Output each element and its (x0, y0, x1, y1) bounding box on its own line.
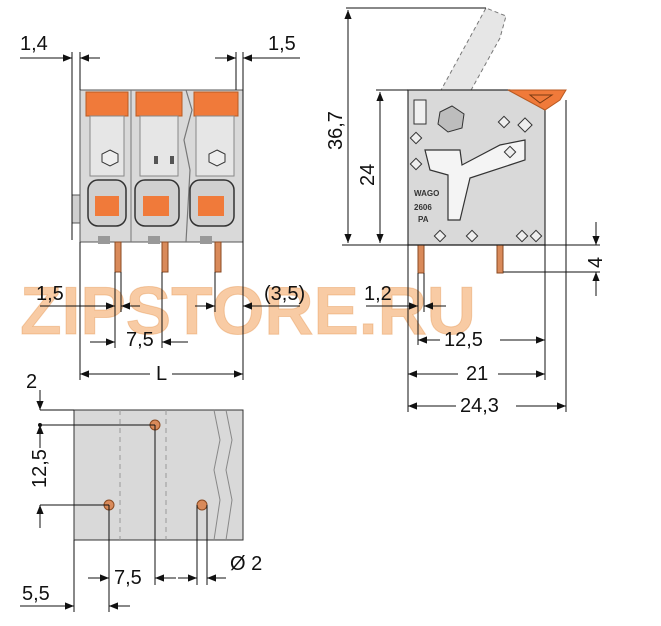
dim-top: 2 (26, 371, 37, 393)
foot-1 (98, 236, 110, 244)
lever-slot-1 (89, 115, 125, 177)
lever-1 (85, 91, 129, 117)
diamond-5 (409, 157, 423, 171)
footprint-view: 2 12,5 7,5 Ø 2 5,5 (20, 371, 262, 612)
lever-slot-3 (195, 115, 235, 177)
contact-3 (198, 196, 224, 216)
break-line (183, 89, 193, 243)
dim-hole: Ø 2 (230, 553, 262, 575)
lever-notch (528, 94, 554, 104)
dim-pitch: 7,5 (126, 329, 154, 351)
dim-top-left: 1,4 (20, 33, 48, 55)
contact-2 (143, 196, 169, 216)
side-pin-1 (417, 244, 425, 274)
diamond-8 (515, 229, 529, 243)
footprint-break-2 (225, 409, 233, 541)
side-part-number: 2606 (414, 203, 432, 212)
side-spring (424, 139, 526, 221)
dim-pin-thk: 1,2 (364, 283, 392, 305)
hole-3 (196, 499, 208, 511)
foot-3 (200, 236, 212, 244)
pin-2 (161, 241, 169, 273)
dim-pin-off: 12,5 (444, 329, 483, 351)
diamond-7 (465, 229, 479, 243)
dim-fp-pitch: 7,5 (114, 567, 142, 589)
dim-top-right: 1,5 (268, 33, 296, 55)
side-pin-2 (496, 244, 504, 274)
dim-length: L (156, 363, 167, 385)
dim-bottom-left: 1,5 (36, 283, 64, 305)
dim-bottom-mid: (3,5) (264, 283, 305, 305)
side-view: WAGO 2606 PA 36,7 24 4 1,2 12,5 (325, 7, 607, 417)
front-view: 1,4 1,5 1,5 (3,5) 7,5 L (20, 33, 305, 385)
dim-edge: 5,5 (22, 583, 50, 605)
side-mark: PA (418, 215, 429, 224)
side-slot (413, 99, 427, 125)
dim-height-body: 24 (357, 164, 379, 186)
lever-slot-2 (139, 115, 179, 177)
diamond-1 (517, 117, 533, 133)
pin-1 (114, 241, 122, 273)
pin-3 (214, 241, 222, 273)
side-flange (71, 194, 81, 224)
footprint-break-1 (213, 409, 221, 541)
diamond-2 (497, 115, 511, 129)
diamond-9 (529, 229, 543, 243)
lever-3 (193, 91, 239, 117)
hex-mark-3 (208, 149, 226, 167)
lever-open-ghost (439, 7, 507, 93)
side-cam (437, 105, 465, 133)
dim-pin-len: 4 (585, 257, 607, 268)
watermark-text: ZIPSTORE.RU (20, 273, 476, 349)
foot-2 (148, 236, 160, 244)
dim-depth-total: 24,3 (460, 395, 499, 417)
diamond-6 (433, 229, 447, 243)
diamond-4 (409, 131, 423, 145)
hex-mark-1 (101, 149, 119, 167)
lever-2 (135, 91, 183, 117)
dim-height-total: 36,7 (325, 111, 347, 150)
diamond-3 (503, 145, 517, 159)
contact-1 (95, 196, 119, 216)
side-logo: WAGO (414, 189, 439, 198)
dim-depth: 21 (466, 363, 488, 385)
dim-row-pitch: 12,5 (29, 449, 51, 488)
mark-2b (170, 156, 174, 164)
mark-2a (154, 156, 158, 164)
